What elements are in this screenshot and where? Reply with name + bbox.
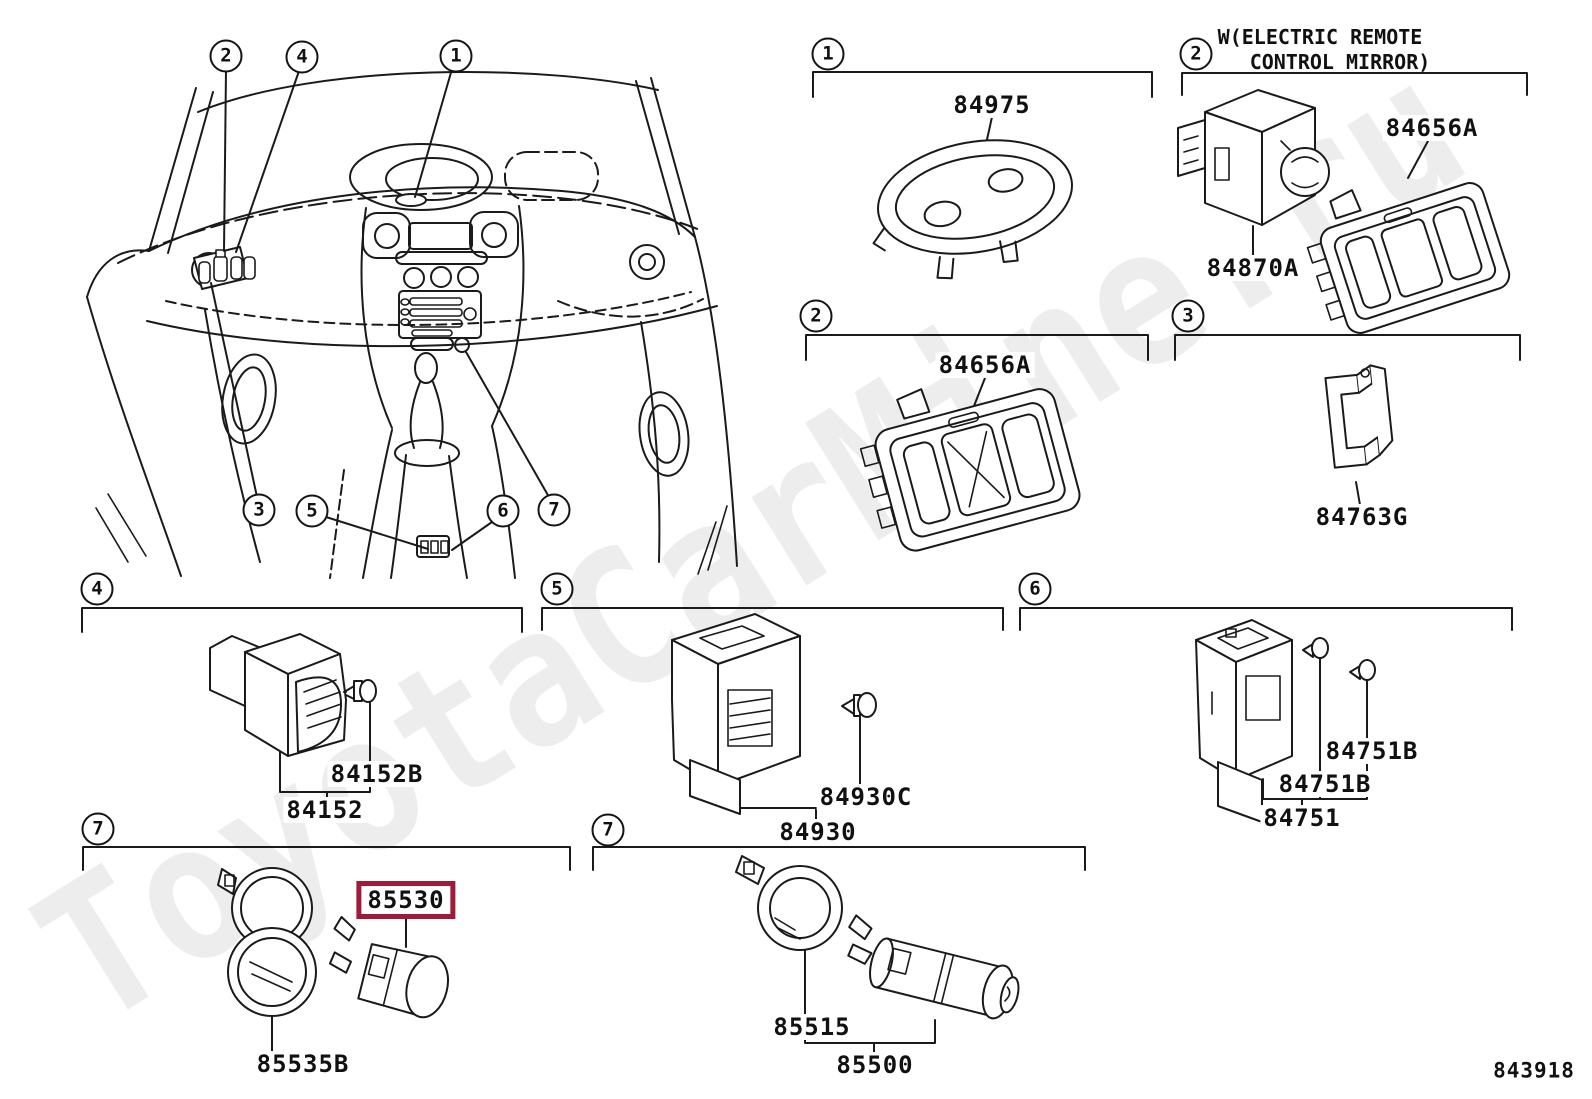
group-7-left-header: 7 — [81, 812, 115, 846]
part-sketch-84751 — [1195, 619, 1376, 823]
group-brackets — [81, 71, 1528, 871]
callout-1: 1 — [439, 39, 473, 73]
diagram-number: 843918 — [1493, 1058, 1575, 1083]
part-number-84763G[interactable]: 84763G — [1312, 504, 1412, 530]
group-2-top-header: 2 — [1179, 37, 1213, 71]
part-sketch-84763G — [1324, 364, 1394, 506]
part-number-84870A[interactable]: 84870A — [1203, 255, 1303, 281]
part-sketch-84152 — [209, 633, 377, 800]
group-7-mid-header: 7 — [591, 813, 625, 847]
part-number-84656A-mid[interactable]: 84656A — [935, 352, 1035, 378]
part-number-84930C[interactable]: 84930C — [816, 784, 916, 810]
part-sketch-85535B — [217, 867, 317, 1054]
group-3-header: 3 — [1171, 299, 1205, 333]
part-sketch-84656A-mid — [859, 377, 1081, 552]
callout-2: 2 — [209, 39, 243, 73]
part-number-84930[interactable]: 84930 — [776, 819, 860, 845]
group-5-header: 5 — [540, 572, 574, 606]
highlight-box-85530[interactable]: 85530 — [356, 881, 456, 919]
group-2-mid-header: 2 — [799, 299, 833, 333]
part-sketch-85530 — [328, 915, 449, 1019]
part-number-84751B-lower[interactable]: 84751B — [1275, 771, 1375, 797]
note-electric-remote-line2: CONTROL MIRROR) — [1249, 50, 1431, 74]
note-electric-remote-line1: W(ELECTRIC REMOTE — [1217, 25, 1423, 49]
part-number-84751[interactable]: 84751 — [1260, 805, 1344, 831]
part-sketch-85515 — [735, 855, 936, 1056]
group-1-header: 1 — [811, 37, 845, 71]
callout-4: 4 — [285, 40, 319, 74]
part-sketch-85500 — [847, 914, 1020, 1020]
part-sketch-84870A — [1177, 89, 1330, 257]
part-number-84751B-upper[interactable]: 84751B — [1322, 738, 1422, 764]
part-number-85500[interactable]: 85500 — [833, 1052, 917, 1078]
callout-7: 7 — [537, 493, 571, 527]
part-number-85515[interactable]: 85515 — [770, 1014, 854, 1040]
part-number-84152B[interactable]: 84152B — [327, 761, 427, 787]
part-sketch-84656A-top — [1306, 140, 1511, 334]
group-6-header: 6 — [1018, 572, 1052, 606]
callout-3: 3 — [242, 493, 276, 527]
part-sketch-84975 — [872, 116, 1073, 280]
callout-6: 6 — [486, 494, 520, 528]
part-number-84975[interactable]: 84975 — [950, 92, 1034, 118]
part-number-85535B[interactable]: 85535B — [253, 1051, 353, 1077]
part-number-84152[interactable]: 84152 — [283, 797, 367, 823]
part-number-84656A-top[interactable]: 84656A — [1382, 115, 1482, 141]
part-sketch-84930 — [671, 613, 877, 825]
group-4-header: 4 — [80, 572, 114, 606]
callout-5: 5 — [295, 494, 329, 528]
dashboard-sketch — [86, 68, 738, 579]
